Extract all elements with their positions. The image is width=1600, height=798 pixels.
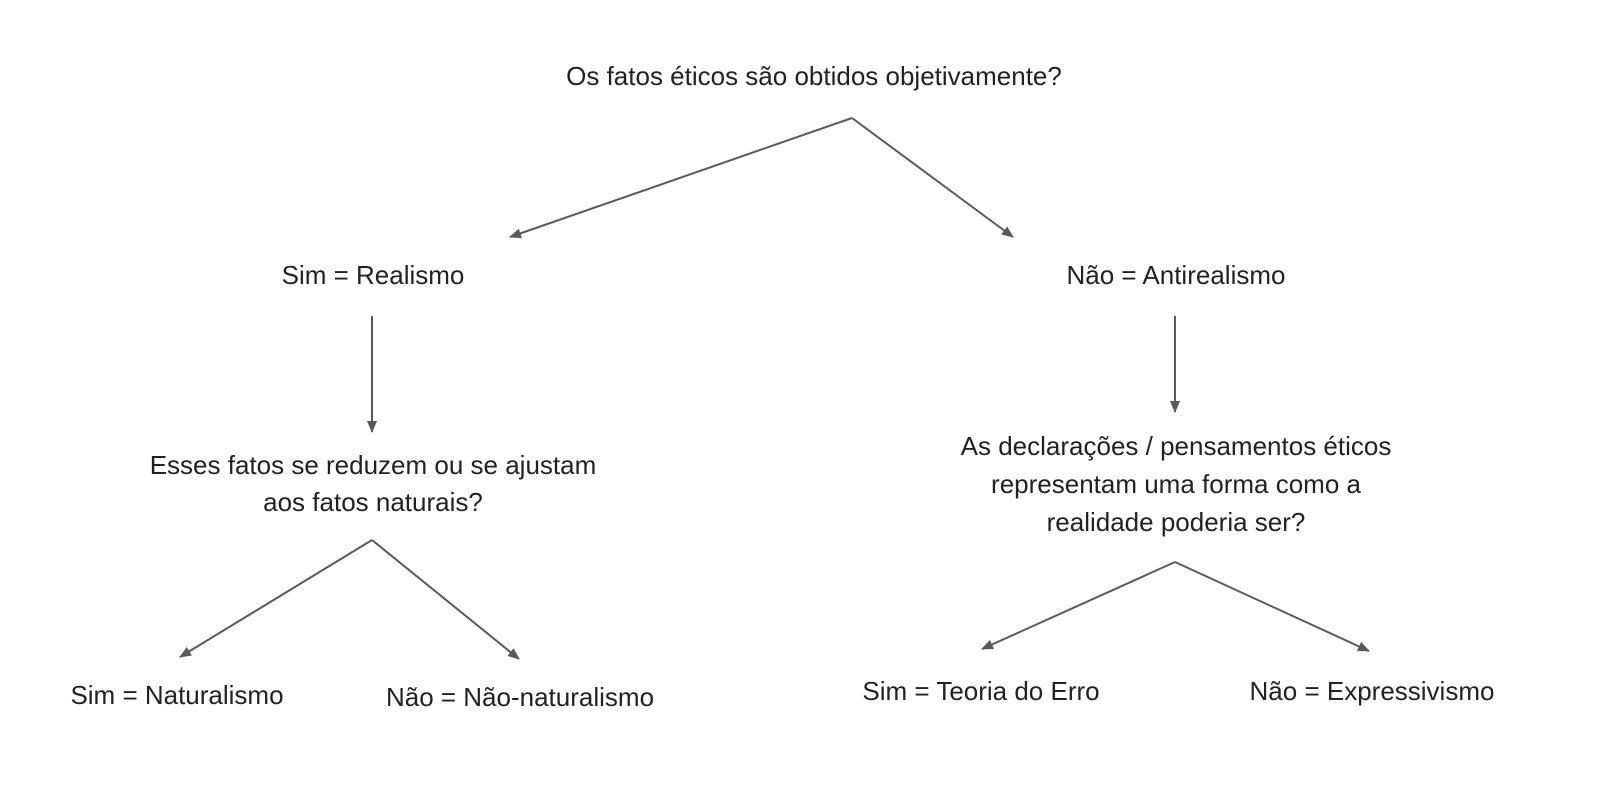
representation-question-line-1: As declarações / pensamentos éticos xyxy=(961,431,1392,461)
naturalism-node: Sim = Naturalismo xyxy=(70,680,283,710)
arrow-root-to-realism xyxy=(509,117,853,239)
naturalism-question-line-1: Esses fatos se reduzem ou se ajustam xyxy=(150,450,597,480)
root-question: Os fatos éticos são obtidos objetivament… xyxy=(566,61,1062,91)
realism-node: Sim = Realismo xyxy=(282,260,465,290)
naturalism-question-line-2: aos fatos naturais? xyxy=(263,487,483,517)
expressivism-node: Não = Expressivismo xyxy=(1250,676,1495,706)
representation-question-line-2: representam uma forma como a xyxy=(991,469,1361,499)
arrow-root-to-antirealism xyxy=(851,117,1014,238)
representation-question-line-3: realidade poderia ser? xyxy=(1047,507,1306,537)
antirealism-node: Não = Antirealismo xyxy=(1067,260,1286,290)
non-naturalism-node: Não = Não-naturalismo xyxy=(386,682,654,712)
arrow-to-non-naturalism xyxy=(371,539,520,660)
arrow-to-error-theory xyxy=(981,561,1176,650)
error-theory-node: Sim = Teoria do Erro xyxy=(862,676,1099,706)
arrow-to-naturalism xyxy=(179,539,373,658)
arrow-to-expressivism xyxy=(1174,561,1370,652)
